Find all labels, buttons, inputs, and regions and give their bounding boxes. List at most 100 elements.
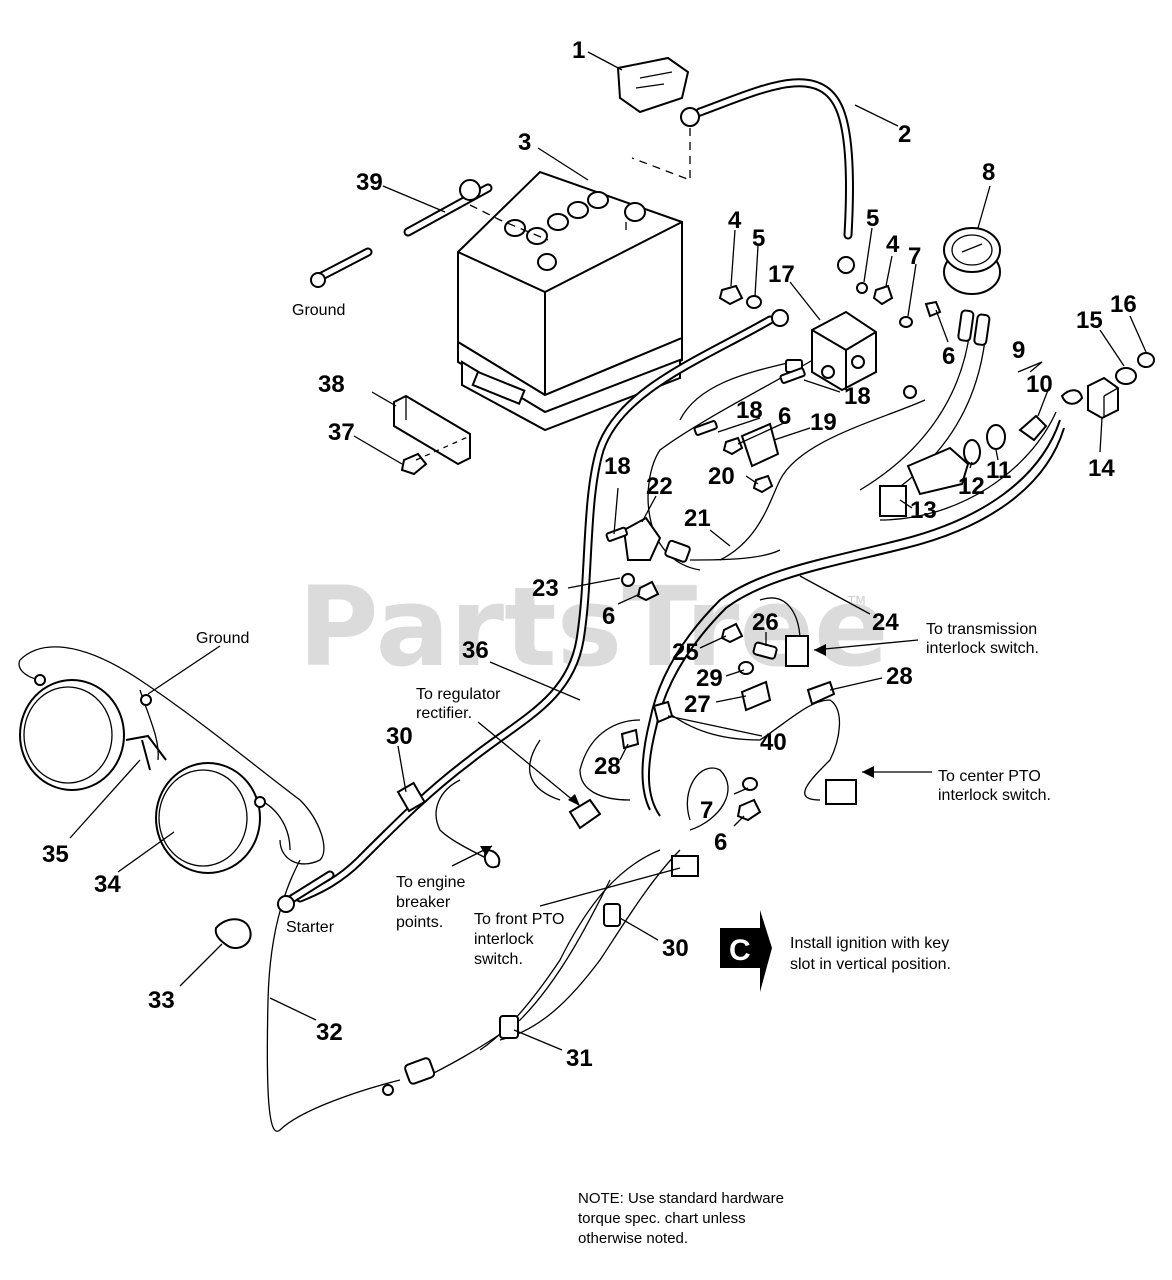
ignition-connector — [879, 485, 907, 517]
callout-5: 5 — [752, 225, 765, 252]
trans-connector — [785, 635, 809, 667]
callout-3: 3 — [518, 129, 531, 156]
bulb-connector — [404, 1057, 436, 1085]
callout-40: 40 — [760, 729, 787, 756]
callout-28: 28 — [886, 663, 913, 690]
callout-4b: 4 — [886, 231, 900, 258]
relay — [1087, 376, 1119, 420]
bulb-socket — [214, 918, 252, 949]
wiring-harness — [18, 315, 1065, 1132]
callout-5b: 5 — [866, 205, 879, 232]
ground-cable — [310, 179, 549, 288]
headlight-right — [155, 762, 261, 874]
callout-6: 6 — [942, 343, 955, 370]
label-transmission-2: interlock switch. — [926, 640, 1039, 657]
headlight-left — [19, 679, 125, 791]
label-regulator-1: To regulator — [416, 686, 501, 703]
c-badge — [720, 928, 760, 968]
callout-6d: 6 — [714, 829, 727, 856]
note-line-1: NOTE: Use standard hardware — [578, 1190, 784, 1207]
callout-1: 1 — [572, 37, 585, 64]
pto-center-connector — [825, 779, 857, 805]
callout-8: 8 — [982, 159, 995, 186]
callout-18: 18 — [844, 383, 871, 410]
label-front-pto-2: interlock — [474, 931, 535, 948]
callout-38: 38 — [318, 371, 345, 398]
circuit-breaker — [622, 516, 662, 561]
label-pto-center-2: interlock switch. — [938, 787, 1051, 804]
callout-11: 11 — [986, 457, 1011, 484]
callout-12: 12 — [958, 473, 985, 500]
gauge — [943, 227, 1001, 295]
callout-7b: 7 — [700, 797, 713, 824]
callout-18b: 18 — [736, 397, 763, 424]
callout-6c: 6 — [602, 603, 615, 630]
label-engine-3: points. — [396, 914, 443, 931]
callout-26: 26 — [752, 609, 779, 636]
text-labels: Ground Ground To transmission interlock … — [196, 302, 1051, 968]
callout-19: 19 — [810, 409, 837, 436]
callout-18c: 18 — [604, 453, 631, 480]
c-badge-letter: C — [729, 934, 751, 967]
callout-35: 35 — [42, 841, 69, 868]
label-pto-center-1: To center PTO — [938, 768, 1041, 785]
callout-20: 20 — [708, 463, 735, 490]
callout-36: 36 — [462, 637, 489, 664]
callout-34: 34 — [94, 871, 121, 898]
note-line-2: torque spec. chart unless — [578, 1210, 746, 1227]
callout-6b: 6 — [778, 403, 791, 430]
terminal-block — [740, 422, 780, 468]
ignition-switch — [906, 424, 1006, 496]
install-note-2: slot in vertical position. — [790, 956, 951, 973]
callout-22: 22 — [646, 473, 673, 500]
label-front-pto-3: switch. — [474, 951, 523, 968]
label-engine-2: breaker — [396, 894, 451, 911]
callout-7: 7 — [908, 243, 921, 270]
leader-lines — [69, 51, 1147, 1051]
hardware — [34, 282, 942, 822]
watermark: PartsTree — [298, 563, 889, 691]
callout-9: 9 — [1012, 337, 1025, 364]
callout-31: 31 — [566, 1045, 593, 1072]
regulator-connector — [568, 798, 602, 830]
ignition-note: C Install ignition with key slot in vert… — [720, 910, 951, 992]
callout-37: 37 — [328, 419, 355, 446]
callout-10: 10 — [1026, 371, 1053, 398]
callout-30: 30 — [386, 723, 413, 750]
callout-23: 23 — [532, 575, 559, 602]
label-ground-left: Ground — [196, 630, 249, 647]
battery — [457, 170, 683, 432]
light-bracket — [125, 734, 167, 771]
callout-2: 2 — [898, 121, 911, 148]
callout-13: 13 — [910, 497, 937, 524]
callout-15: 15 — [1076, 307, 1103, 334]
nut — [400, 452, 428, 476]
callout-27: 27 — [684, 691, 711, 718]
label-front-pto-1: To front PTO — [474, 911, 564, 928]
label-ground-top: Ground — [292, 302, 345, 319]
callout-24: 24 — [872, 609, 899, 636]
label-regulator-2: rectifier. — [416, 705, 472, 722]
callout-28b: 28 — [594, 753, 621, 780]
callout-33: 33 — [148, 987, 175, 1014]
install-note-1: Install ignition with key — [790, 935, 949, 952]
callout-numbers: 1 2 3 39 4 5 8 17 5 4 7 6 15 16 9 10 14 … — [42, 37, 1137, 1072]
ignition-key — [1018, 414, 1048, 442]
callout-32: 32 — [316, 1019, 343, 1046]
callout-29: 29 — [696, 665, 723, 692]
callout-14: 14 — [1088, 455, 1115, 482]
label-transmission-1: To transmission — [926, 621, 1037, 638]
callout-21: 21 — [684, 505, 711, 532]
callout-30b: 30 — [662, 935, 689, 962]
callout-4: 4 — [728, 207, 742, 234]
clip — [603, 903, 621, 927]
torque-note: NOTE: Use standard hardware torque spec.… — [578, 1190, 784, 1247]
solenoid — [811, 310, 877, 392]
callout-16: 16 — [1110, 291, 1137, 318]
label-engine-1: To engine — [396, 874, 465, 891]
callout-25: 25 — [672, 639, 699, 666]
callout-39: 39 — [356, 169, 383, 196]
callout-17: 17 — [768, 261, 795, 288]
